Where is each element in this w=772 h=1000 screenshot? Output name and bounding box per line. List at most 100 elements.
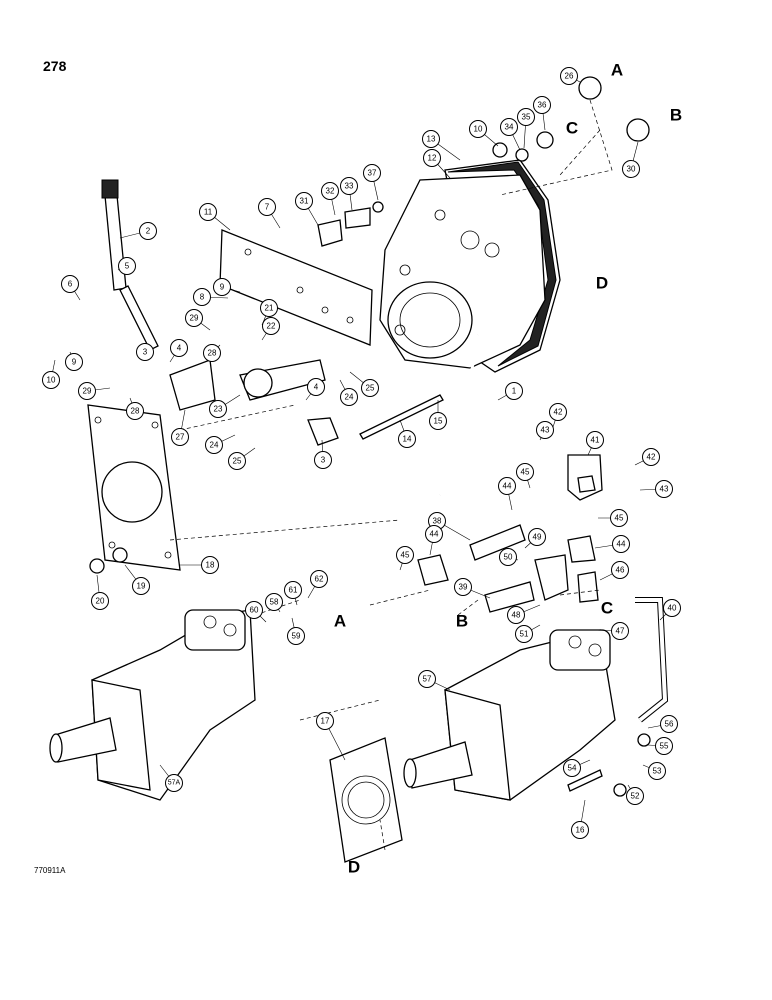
callout-number: 48 — [512, 611, 521, 620]
callout-balloon — [423, 149, 441, 167]
callout-balloon — [126, 402, 144, 420]
mounting-plate-11 — [219, 229, 373, 346]
callout-number: 27 — [176, 433, 185, 442]
callout-c57: 57 — [418, 670, 436, 688]
callout-c2: 2 — [139, 222, 157, 240]
callout-number: 34 — [505, 123, 514, 132]
callout-number: 10 — [47, 376, 56, 385]
callout-balloon — [422, 130, 440, 148]
callout-c45a: 45 — [516, 463, 534, 481]
callout-balloon — [193, 288, 211, 306]
callout-balloon — [165, 774, 183, 792]
callout-number: 49 — [533, 533, 542, 542]
connection-label-c-bottom: C — [601, 599, 613, 618]
callout-number: 31 — [300, 197, 309, 206]
figure-code: 770911A — [34, 866, 66, 875]
callout-number: 14 — [403, 435, 412, 444]
callout-number: 29 — [83, 387, 92, 396]
callout-number: 62 — [315, 575, 324, 584]
callout-c49: 49 — [528, 528, 546, 546]
callout-balloon — [321, 182, 339, 200]
callout-number: 45 — [521, 468, 530, 477]
callout-c9a: 9 — [65, 353, 83, 371]
callout-c43a: 43 — [536, 421, 554, 439]
callout-c41: 41 — [586, 431, 604, 449]
callout-number: 58 — [270, 598, 279, 607]
callout-number: 54 — [568, 764, 577, 773]
callout-balloon — [310, 570, 328, 588]
callout-c47: 47 — [611, 622, 629, 640]
callout-balloon — [663, 599, 681, 617]
callout-c40: 40 — [663, 599, 681, 617]
callout-number: 50 — [504, 553, 513, 562]
callout-balloon — [611, 561, 629, 579]
callout-c4b: 4 — [307, 378, 325, 396]
callout-number: 10 — [474, 125, 483, 134]
motor-housing — [379, 159, 561, 373]
callout-balloon — [454, 578, 472, 596]
callout-number: 39 — [459, 583, 468, 592]
callout-c35: 35 — [517, 108, 535, 126]
callout-c50: 50 — [499, 548, 517, 566]
callout-c32: 32 — [321, 182, 339, 200]
callout-balloon — [42, 371, 60, 389]
callout-number: 40 — [668, 604, 677, 613]
callout-c42a: 42 — [549, 403, 567, 421]
callout-c3a: 3 — [136, 343, 154, 361]
callout-number: 16 — [576, 826, 585, 835]
callout-number: 20 — [96, 597, 105, 606]
callout-number: 33 — [345, 182, 354, 191]
callout-number: 35 — [522, 113, 531, 122]
callout-number: 24 — [345, 393, 354, 402]
callout-c10a: 10 — [42, 371, 60, 389]
callout-balloon — [563, 759, 581, 777]
callout-balloon — [642, 448, 660, 466]
callout-number: 29 — [190, 314, 199, 323]
callout-number: 38 — [433, 517, 442, 526]
callout-c6: 6 — [61, 275, 79, 293]
callout-number: 44 — [617, 540, 626, 549]
callout-c44b: 44 — [425, 525, 443, 543]
callout-c26: 26 — [560, 67, 578, 85]
callout-number: 47 — [616, 627, 625, 636]
callout-balloon — [660, 715, 678, 733]
callout-number: 51 — [520, 630, 529, 639]
connection-label-c-top: C — [566, 119, 578, 138]
callout-c53: 53 — [648, 762, 666, 780]
callout-c1: 1 — [505, 382, 523, 400]
callout-number: 4 — [314, 383, 319, 392]
callout-balloon — [655, 737, 673, 755]
callout-number: 52 — [631, 792, 640, 801]
callout-number: 12 — [428, 154, 437, 163]
callout-balloon — [205, 436, 223, 454]
callout-number: 41 — [591, 436, 600, 445]
callout-c16: 16 — [571, 821, 589, 839]
callout-number: 32 — [326, 187, 335, 196]
callout-number: 45 — [615, 514, 624, 523]
callout-c8: 8 — [193, 288, 211, 306]
callout-balloon — [505, 382, 523, 400]
callout-balloon — [185, 309, 203, 327]
callout-balloon — [258, 198, 276, 216]
callout-balloon — [284, 581, 302, 599]
callout-number: 18 — [206, 561, 215, 570]
callout-c55: 55 — [655, 737, 673, 755]
callout-number: 13 — [427, 135, 436, 144]
callout-c24b: 24 — [205, 436, 223, 454]
callout-number: 3 — [321, 456, 326, 465]
callout-number: 7 — [265, 203, 270, 212]
callout-number: 44 — [503, 482, 512, 491]
callout-balloon — [398, 430, 416, 448]
callout-number: 8 — [200, 293, 205, 302]
callout-c48: 48 — [507, 606, 525, 624]
callout-balloon — [560, 67, 578, 85]
connection-label-b-bottom: B — [456, 612, 468, 631]
callout-number: 26 — [565, 72, 574, 81]
callout-c61: 61 — [284, 581, 302, 599]
callout-number: 19 — [137, 582, 146, 591]
callout-number: 43 — [660, 485, 669, 494]
callout-number: 28 — [131, 407, 140, 416]
callout-balloon — [340, 388, 358, 406]
callout-balloon — [340, 177, 358, 195]
callout-balloon — [139, 222, 157, 240]
